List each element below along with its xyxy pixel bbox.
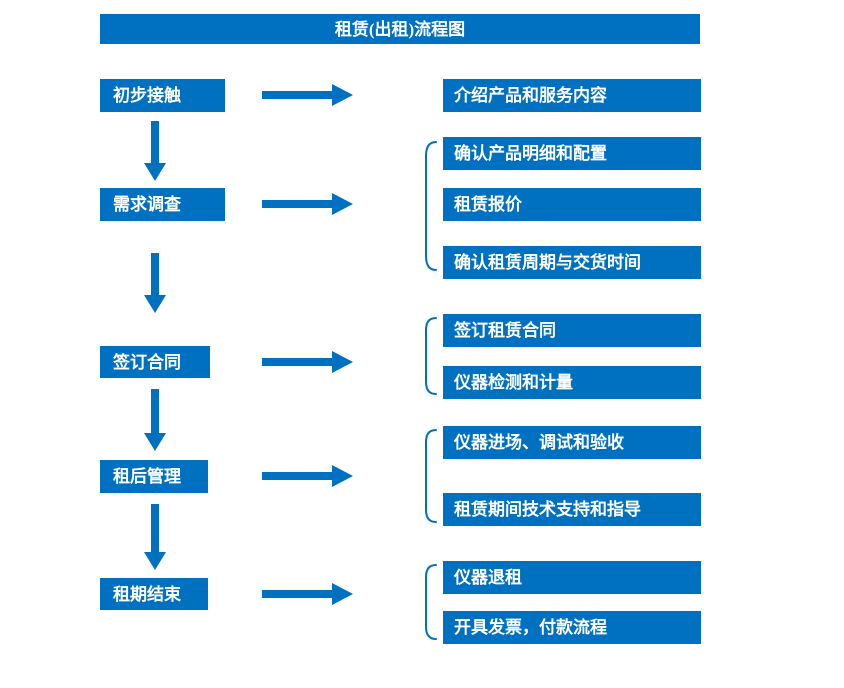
item-label: 租赁报价 [454,195,522,214]
right-arrow-icon [262,193,354,215]
stage-label: 租后管理 [113,467,181,486]
down-arrow-icon [144,253,166,313]
item-label: 确认租赁周期与交货时间 [454,253,641,272]
item-box: 确认租赁周期与交货时间 [443,246,701,279]
right-arrow-icon [262,351,354,373]
stage-label: 签订合同 [113,352,181,372]
right-arrow-icon [262,84,354,106]
stage-label: 初步接触 [113,86,181,105]
stage-box-sign-contract: 签订合同 [100,346,210,378]
group-bracket-icon [423,140,437,272]
item-label: 签订租赁合同 [454,321,556,340]
item-box: 仪器检测和计量 [443,366,701,399]
down-arrow-icon [144,121,166,181]
item-label: 仪器进场、调试和验收 [454,433,624,452]
item-box: 租赁报价 [443,188,701,221]
stage-label: 租期结束 [113,584,181,604]
stage-box-post-rental-management: 租后管理 [100,460,208,493]
item-label: 确认产品明细和配置 [454,144,607,163]
group-bracket-icon [423,563,437,641]
stage-label: 需求调查 [113,195,181,214]
item-box: 介绍产品和服务内容 [443,79,701,112]
group-bracket-icon [423,316,437,396]
item-box: 开具发票，付款流程 [443,611,701,644]
item-label: 仪器退租 [454,568,522,587]
down-arrow-icon [144,504,166,570]
item-label: 开具发票，付款流程 [454,618,607,637]
down-arrow-icon [144,389,166,451]
item-box: 确认产品明细和配置 [443,137,701,170]
diagram-title: 租赁(出租)流程图 [100,14,700,44]
item-box: 仪器进场、调试和验收 [443,426,701,459]
stage-box-initial-contact: 初步接触 [100,79,225,112]
item-label: 仪器检测和计量 [454,373,573,392]
stage-box-rental-end: 租期结束 [100,578,208,610]
stage-box-needs-survey: 需求调查 [100,188,225,221]
item-label: 介绍产品和服务内容 [454,86,607,105]
item-label: 租赁期间技术支持和指导 [454,500,641,519]
right-arrow-icon [262,583,354,605]
item-box: 租赁期间技术支持和指导 [443,493,701,526]
diagram-title-text: 租赁(出租)流程图 [334,19,466,39]
group-bracket-icon [423,428,437,524]
right-arrow-icon [262,465,354,487]
item-box: 仪器退租 [443,561,701,594]
item-box: 签订租赁合同 [443,314,701,347]
